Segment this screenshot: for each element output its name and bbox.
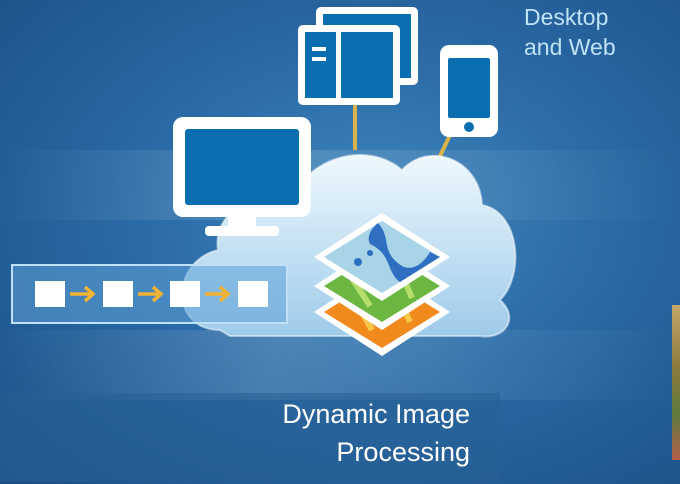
smartphone-icon <box>440 45 498 137</box>
background-streak-bottom <box>0 330 680 400</box>
processing-chain-icon <box>11 264 288 324</box>
browser-windows-icon <box>298 7 418 105</box>
pipeline-step-1 <box>35 281 65 307</box>
caption-panel: Dynamic Image Processing <box>0 393 500 481</box>
pipeline-step-3 <box>170 281 200 307</box>
layer-top-water <box>314 213 450 301</box>
desktop-and-web-label: Desktop and Web <box>524 2 674 62</box>
pipeline-step-4 <box>238 281 268 307</box>
desktop-label-line1: Desktop <box>524 4 609 30</box>
caption-text: Dynamic Image Processing <box>150 395 470 471</box>
desktop-label-line2: and Web <box>524 34 616 60</box>
pipeline-arrow-3 <box>205 285 231 303</box>
pipeline-step-2 <box>103 281 133 307</box>
pipeline-arrow-1 <box>70 285 96 303</box>
image-thumbnail-edge <box>672 305 680 460</box>
caption-line1: Dynamic Image <box>282 399 470 429</box>
pipeline-arrow-2 <box>138 285 164 303</box>
raster-layers-icon <box>314 213 450 356</box>
caption-line2: Processing <box>336 437 470 467</box>
desktop-monitor-icon <box>173 117 311 236</box>
